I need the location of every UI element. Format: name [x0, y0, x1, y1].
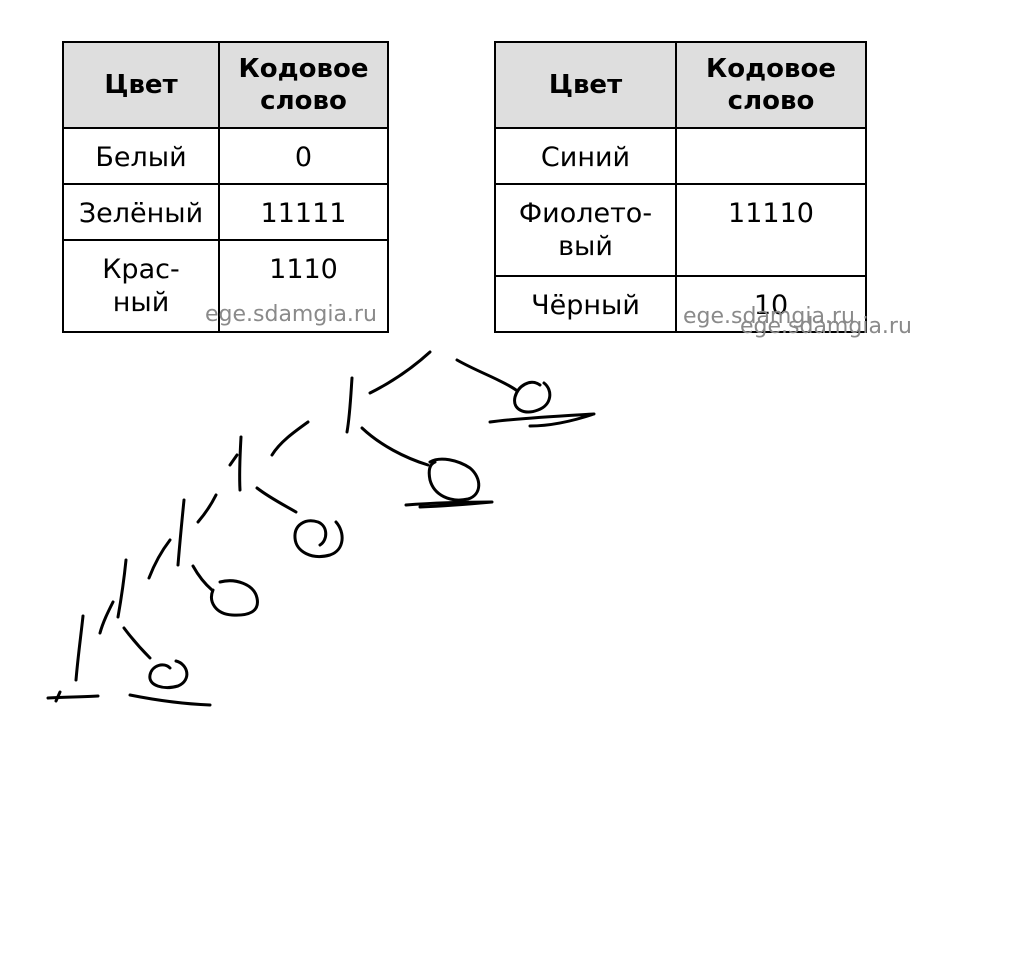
- color-cell: Зелёный: [62, 183, 220, 241]
- watermark: ege.sdamgia.ru: [205, 302, 377, 327]
- code-cell: 0: [218, 127, 389, 185]
- table-row: Зелёный 11111: [62, 183, 389, 241]
- color-cell: Фиолето- вый: [494, 183, 677, 277]
- color-cell: Крас- ный: [62, 239, 220, 333]
- watermark: ege.sdamgia.ru: [740, 314, 912, 339]
- header-codeword: Кодовое слово: [218, 41, 389, 129]
- code-cell: [675, 127, 867, 185]
- code-table-left: Цвет Кодовое слово Белый 0 Зелёный 11111…: [62, 41, 389, 333]
- color-cell: Синий: [494, 127, 677, 185]
- table-row: Фиолето- вый 11110: [494, 183, 867, 277]
- header-codeword: Кодовое слово: [675, 41, 867, 129]
- table-row: Чёрный 10: [494, 275, 867, 333]
- tree-leaves: [46, 380, 596, 707]
- table-header-row: Цвет Кодовое слово: [494, 41, 867, 129]
- table-row: Крас- ный 1110: [62, 239, 389, 333]
- code-cell: 11111: [218, 183, 389, 241]
- color-cell: Чёрный: [494, 275, 677, 333]
- table-row: Синий: [494, 127, 867, 185]
- color-cell: Белый: [62, 127, 220, 185]
- table-row: Белый 0: [62, 127, 389, 185]
- tree-edges: [74, 350, 518, 682]
- watermark: ege.sdamgia.ru: [683, 304, 855, 329]
- code-table-right: Цвет Кодовое слово Синий Фиолето- вый 11…: [494, 41, 867, 333]
- code-cell: 1110: [218, 239, 389, 333]
- table-header-row: Цвет Кодовое слово: [62, 41, 389, 129]
- header-color: Цвет: [62, 41, 220, 129]
- code-cell: 11110: [675, 183, 867, 277]
- code-cell: 10: [675, 275, 867, 333]
- header-color: Цвет: [494, 41, 677, 129]
